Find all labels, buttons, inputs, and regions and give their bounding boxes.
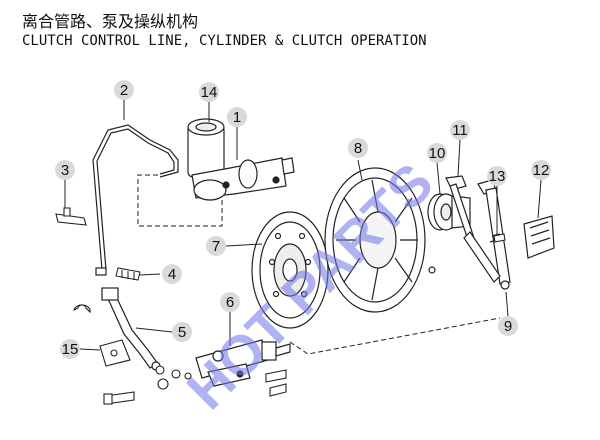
svg-text:3: 3 — [61, 162, 69, 179]
callout-11: 11 — [450, 120, 470, 140]
callout-3: 3 — [55, 160, 75, 180]
diagram-title-zh: 离合管路、泵及操纵机构 — [22, 12, 199, 31]
master-cylinder-part — [187, 118, 295, 201]
callout-12: 12 — [531, 160, 551, 180]
svg-text:15: 15 — [62, 341, 79, 358]
clutch-hose-part — [101, 287, 161, 371]
pressure-plate-part — [324, 167, 426, 313]
callout-4: 4 — [162, 264, 182, 284]
callout-9: 9 — [498, 316, 518, 336]
release-fork-part — [445, 175, 477, 247]
svg-text:2: 2 — [120, 82, 128, 99]
svg-text:11: 11 — [452, 122, 468, 139]
svg-text:5: 5 — [178, 324, 186, 341]
svg-text:12: 12 — [533, 162, 550, 179]
svg-text:1: 1 — [233, 109, 241, 126]
svg-text:13: 13 — [489, 168, 506, 185]
svg-text:14: 14 — [201, 84, 218, 101]
clutch-disc-part — [251, 211, 329, 329]
callout-13: 13 — [487, 166, 507, 186]
clevis-pin-part — [493, 233, 506, 243]
bolt-set-part — [103, 365, 287, 405]
clutch-pipe-part — [92, 124, 179, 276]
mounting-plate-part — [99, 339, 131, 367]
callout-7: 7 — [206, 236, 226, 256]
callout-10: 10 — [427, 143, 447, 163]
callout-5: 5 — [172, 322, 192, 342]
slave-cylinder-part — [195, 339, 291, 387]
callout-6: 6 — [220, 292, 240, 312]
svg-text:9: 9 — [504, 318, 512, 335]
svg-text:6: 6 — [226, 294, 234, 311]
hose-clip-part — [115, 267, 141, 281]
svg-text:8: 8 — [354, 140, 362, 157]
assembly-leader-lines — [137, 174, 501, 355]
svg-text:4: 4 — [168, 266, 176, 283]
pedal-pad-part — [523, 215, 555, 259]
pipe-bracket-part — [55, 207, 87, 226]
callout-leaders — [64, 100, 542, 351]
callout-8: 8 — [348, 138, 368, 158]
callout-1: 1 — [227, 107, 247, 127]
svg-text:7: 7 — [212, 238, 220, 255]
callout-15: 15 — [60, 339, 80, 359]
diagram-title-en: CLUTCH CONTROL LINE, CYLINDER & CLUTCH O… — [22, 33, 427, 49]
e-clip-part — [73, 304, 91, 314]
svg-text:10: 10 — [429, 145, 446, 162]
callout-14: 14 — [199, 82, 219, 102]
callout-2: 2 — [114, 80, 134, 100]
